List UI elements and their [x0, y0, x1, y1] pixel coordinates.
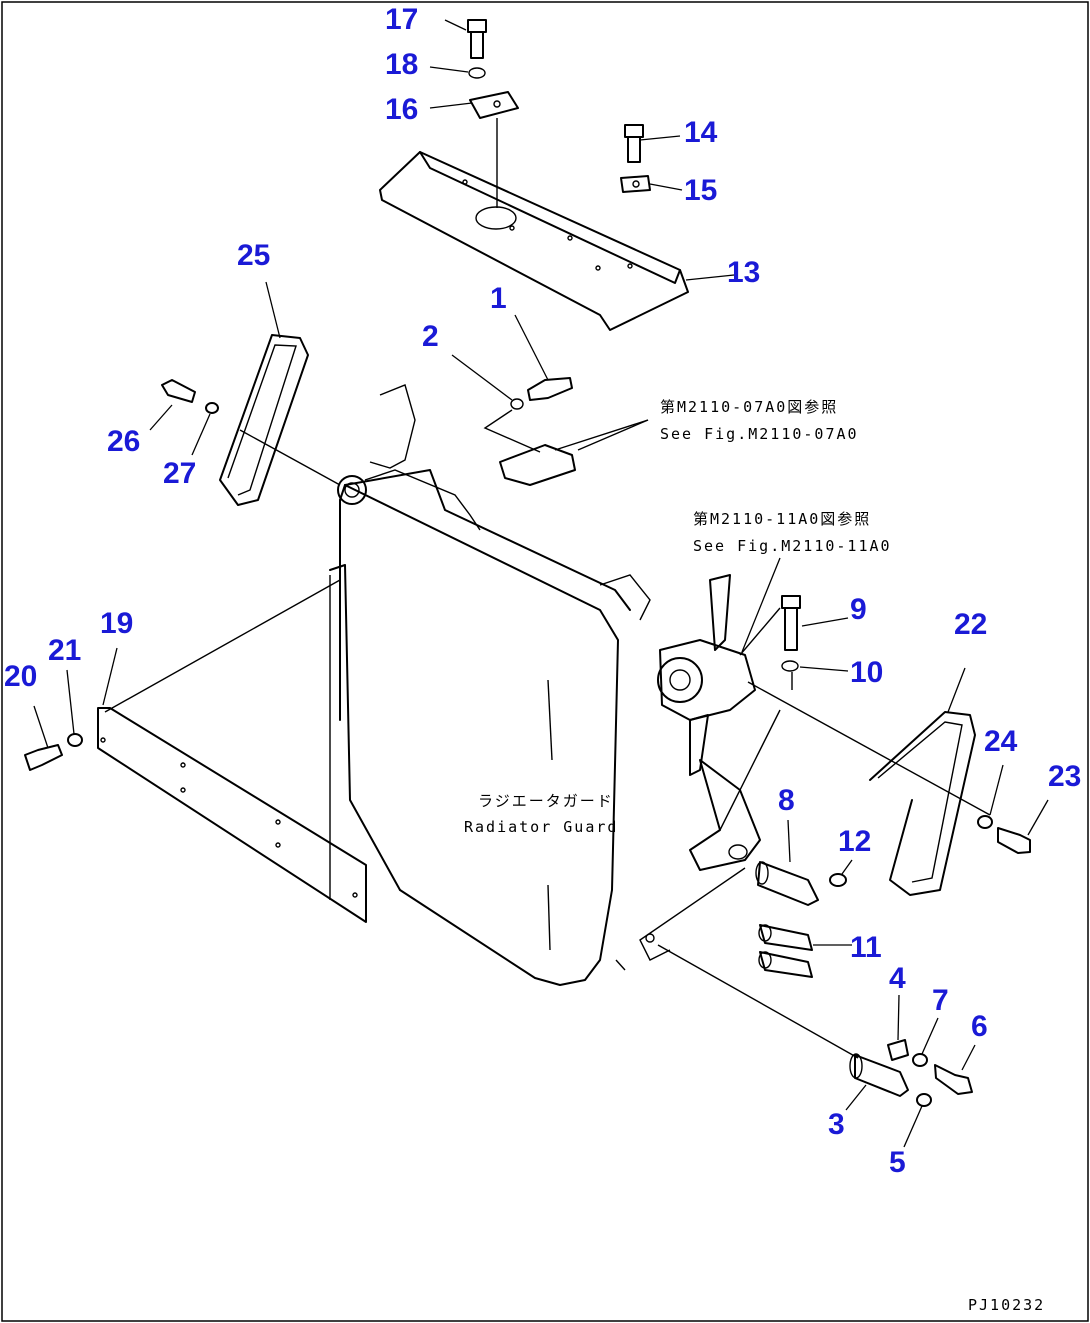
top-cover-plate: [379, 118, 689, 331]
callout-11: 11: [850, 931, 882, 964]
callout-1: 1: [490, 282, 507, 315]
callout-10: 10: [850, 656, 884, 689]
callout-19: 19: [100, 607, 134, 640]
callout-16: 16: [385, 93, 419, 126]
cover-bolt-set: [620, 124, 651, 193]
radiator-body: [329, 384, 651, 986]
callout-17: 17: [385, 3, 419, 36]
callout-2: 2: [422, 320, 439, 353]
callout-20: 20: [4, 660, 38, 693]
reference-note-upper-jp: 第M2110-07A0図参照: [660, 398, 839, 416]
fan-bolt-set: [781, 595, 801, 690]
callout-26: 26: [107, 425, 141, 458]
callout-15: 15: [684, 174, 718, 207]
reference-note-upper-en: See Fig.M2110-07A0: [660, 425, 859, 443]
right-guard-bolt: [977, 815, 1031, 854]
callout-12: 12: [838, 825, 872, 858]
callout-14: 14: [684, 116, 718, 149]
callout-6: 6: [971, 1010, 988, 1043]
right-arm-bracket: [639, 709, 781, 961]
lower-pin-set: [657, 944, 973, 1107]
reference-note-lower-jp: 第M2110-11A0図参照: [693, 510, 872, 528]
upper-bracket: [483, 377, 649, 486]
component-label-en: Radiator Guard: [464, 818, 619, 836]
callout-9: 9: [850, 593, 867, 626]
callout-7: 7: [932, 984, 949, 1017]
right-belt-guard: [747, 681, 991, 896]
reference-note-lower-en: See Fig.M2110-11A0: [693, 537, 892, 555]
left-belt-guard: [219, 334, 341, 506]
top-bolt-set: [467, 19, 519, 119]
callout-8: 8: [778, 784, 795, 817]
callout-22: 22: [954, 608, 988, 641]
callout-25: 25: [237, 239, 271, 272]
side-plate-bolt: [24, 733, 83, 771]
callout-5: 5: [889, 1146, 906, 1179]
bushings: [758, 924, 813, 978]
callout-27: 27: [163, 457, 197, 490]
side-plate: [97, 579, 367, 923]
callout-24: 24: [984, 725, 1018, 758]
fan-pulley: [657, 574, 781, 776]
callout-4: 4: [889, 962, 906, 995]
left-guard-bolt: [161, 379, 219, 414]
callout-21: 21: [48, 634, 82, 667]
drawing-number: PJ10232: [968, 1296, 1046, 1314]
leader-lines: [33, 19, 1049, 1148]
component-label-jp: ラジエータガード: [478, 792, 614, 810]
callout-18: 18: [385, 48, 419, 81]
callout-3: 3: [828, 1108, 845, 1141]
pin-and-bushing: [755, 861, 847, 906]
callout-23: 23: [1048, 760, 1082, 793]
callout-13: 13: [727, 256, 761, 289]
